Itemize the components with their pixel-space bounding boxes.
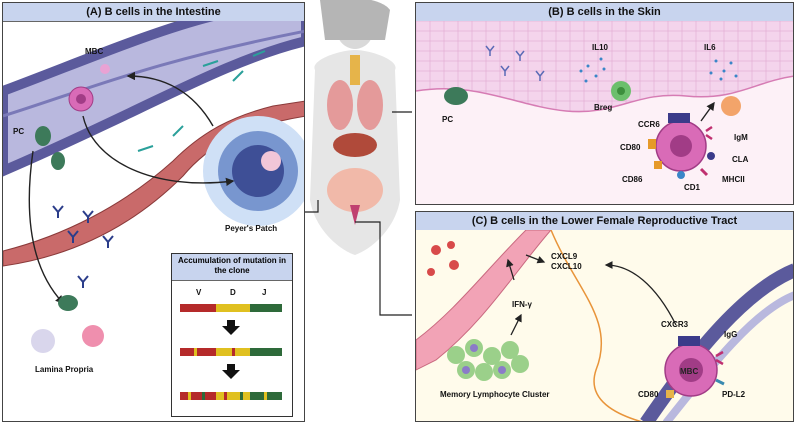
mutation-box: Accumulation of mutation in the clone V …	[171, 253, 293, 417]
mhcii-label: MHCII	[722, 175, 745, 184]
skin-illustration	[416, 21, 793, 204]
panel-reproductive-title: (C) B cells in the Lower Female Reproduc…	[416, 212, 793, 231]
mutation-bars	[180, 304, 282, 400]
epidermis	[416, 21, 793, 112]
igg-label: IgG	[724, 330, 738, 339]
vessel-arc	[640, 263, 793, 421]
arrow-ifn-to-epithelium	[506, 258, 515, 281]
lamina-propria-label: Lamina Propria	[35, 365, 94, 374]
cd80-label-reproductive: CD80	[638, 390, 659, 399]
il10-label: IL10	[592, 43, 609, 52]
segment-j-label: J	[262, 288, 267, 297]
intestine-wall	[3, 21, 304, 177]
cxcl10-label: CXCL10	[551, 262, 582, 271]
intestine-illustration	[3, 21, 304, 353]
memory-cluster-label: Memory Lymphocyte Cluster	[440, 390, 550, 399]
arrow-bcell-up	[700, 101, 715, 122]
arrow-pc-to-lamina	[28, 150, 64, 305]
pc-cell-skin	[444, 87, 468, 105]
arrow-mbc-to-cxcl	[604, 261, 677, 326]
igm-label: IgM	[734, 133, 748, 142]
cd80-label: CD80	[620, 143, 641, 152]
arrow-cluster-to-ifn	[510, 313, 522, 336]
panel-skin: (B) B cells in the Skin	[415, 2, 794, 205]
panel-intestine: (A) B cells in the Intestine	[2, 2, 305, 422]
pc-label: PC	[13, 127, 25, 136]
memory-lymphocyte-cluster	[447, 339, 529, 381]
cxcr3-label: CXCR3	[661, 320, 689, 329]
bacteria	[137, 50, 266, 152]
antibodies	[52, 205, 114, 288]
virus-particles	[427, 241, 459, 276]
arrow-patch-to-mbc	[126, 71, 214, 127]
panel-intestine-title: (A) B cells in the Intestine	[3, 3, 304, 22]
cxcl9-label: CXCL9	[551, 252, 578, 261]
ifn-gamma-label: IFN-γ	[512, 300, 532, 309]
pc-label-skin: PC	[442, 115, 454, 124]
ccr6-label: CCR6	[638, 120, 660, 129]
epithelial-wall	[3, 100, 304, 267]
cd1-label: CD1	[684, 183, 701, 192]
peyers-patch-label: Peyer's Patch	[225, 224, 278, 233]
mbc-label: MBC	[85, 47, 104, 56]
arrow-mbc-to-patch	[82, 115, 235, 187]
pc-cell	[35, 126, 51, 146]
mbc-label-reproductive: MBC	[680, 367, 699, 376]
panel-reproductive: (C) B cells in the Lower Female Reproduc…	[415, 211, 794, 422]
segment-d-label: D	[230, 288, 236, 297]
pdl2-label: PD-L2	[722, 390, 746, 399]
body-illustration	[310, 0, 400, 255]
cla-label: CLA	[732, 155, 749, 164]
panel-skin-title: (B) B cells in the Skin	[416, 3, 793, 22]
segment-v-label: V	[196, 288, 202, 297]
breg-label: Breg	[594, 103, 613, 112]
mutation-box-title: Accumulation of mutation in the clone	[172, 254, 292, 281]
peyers-patch-illustration	[203, 116, 304, 226]
arrow-to-cxcl	[525, 254, 546, 264]
reproductive-illustration	[416, 230, 793, 421]
cd86-label: CD86	[622, 175, 643, 184]
il6-label: IL6	[704, 43, 716, 52]
